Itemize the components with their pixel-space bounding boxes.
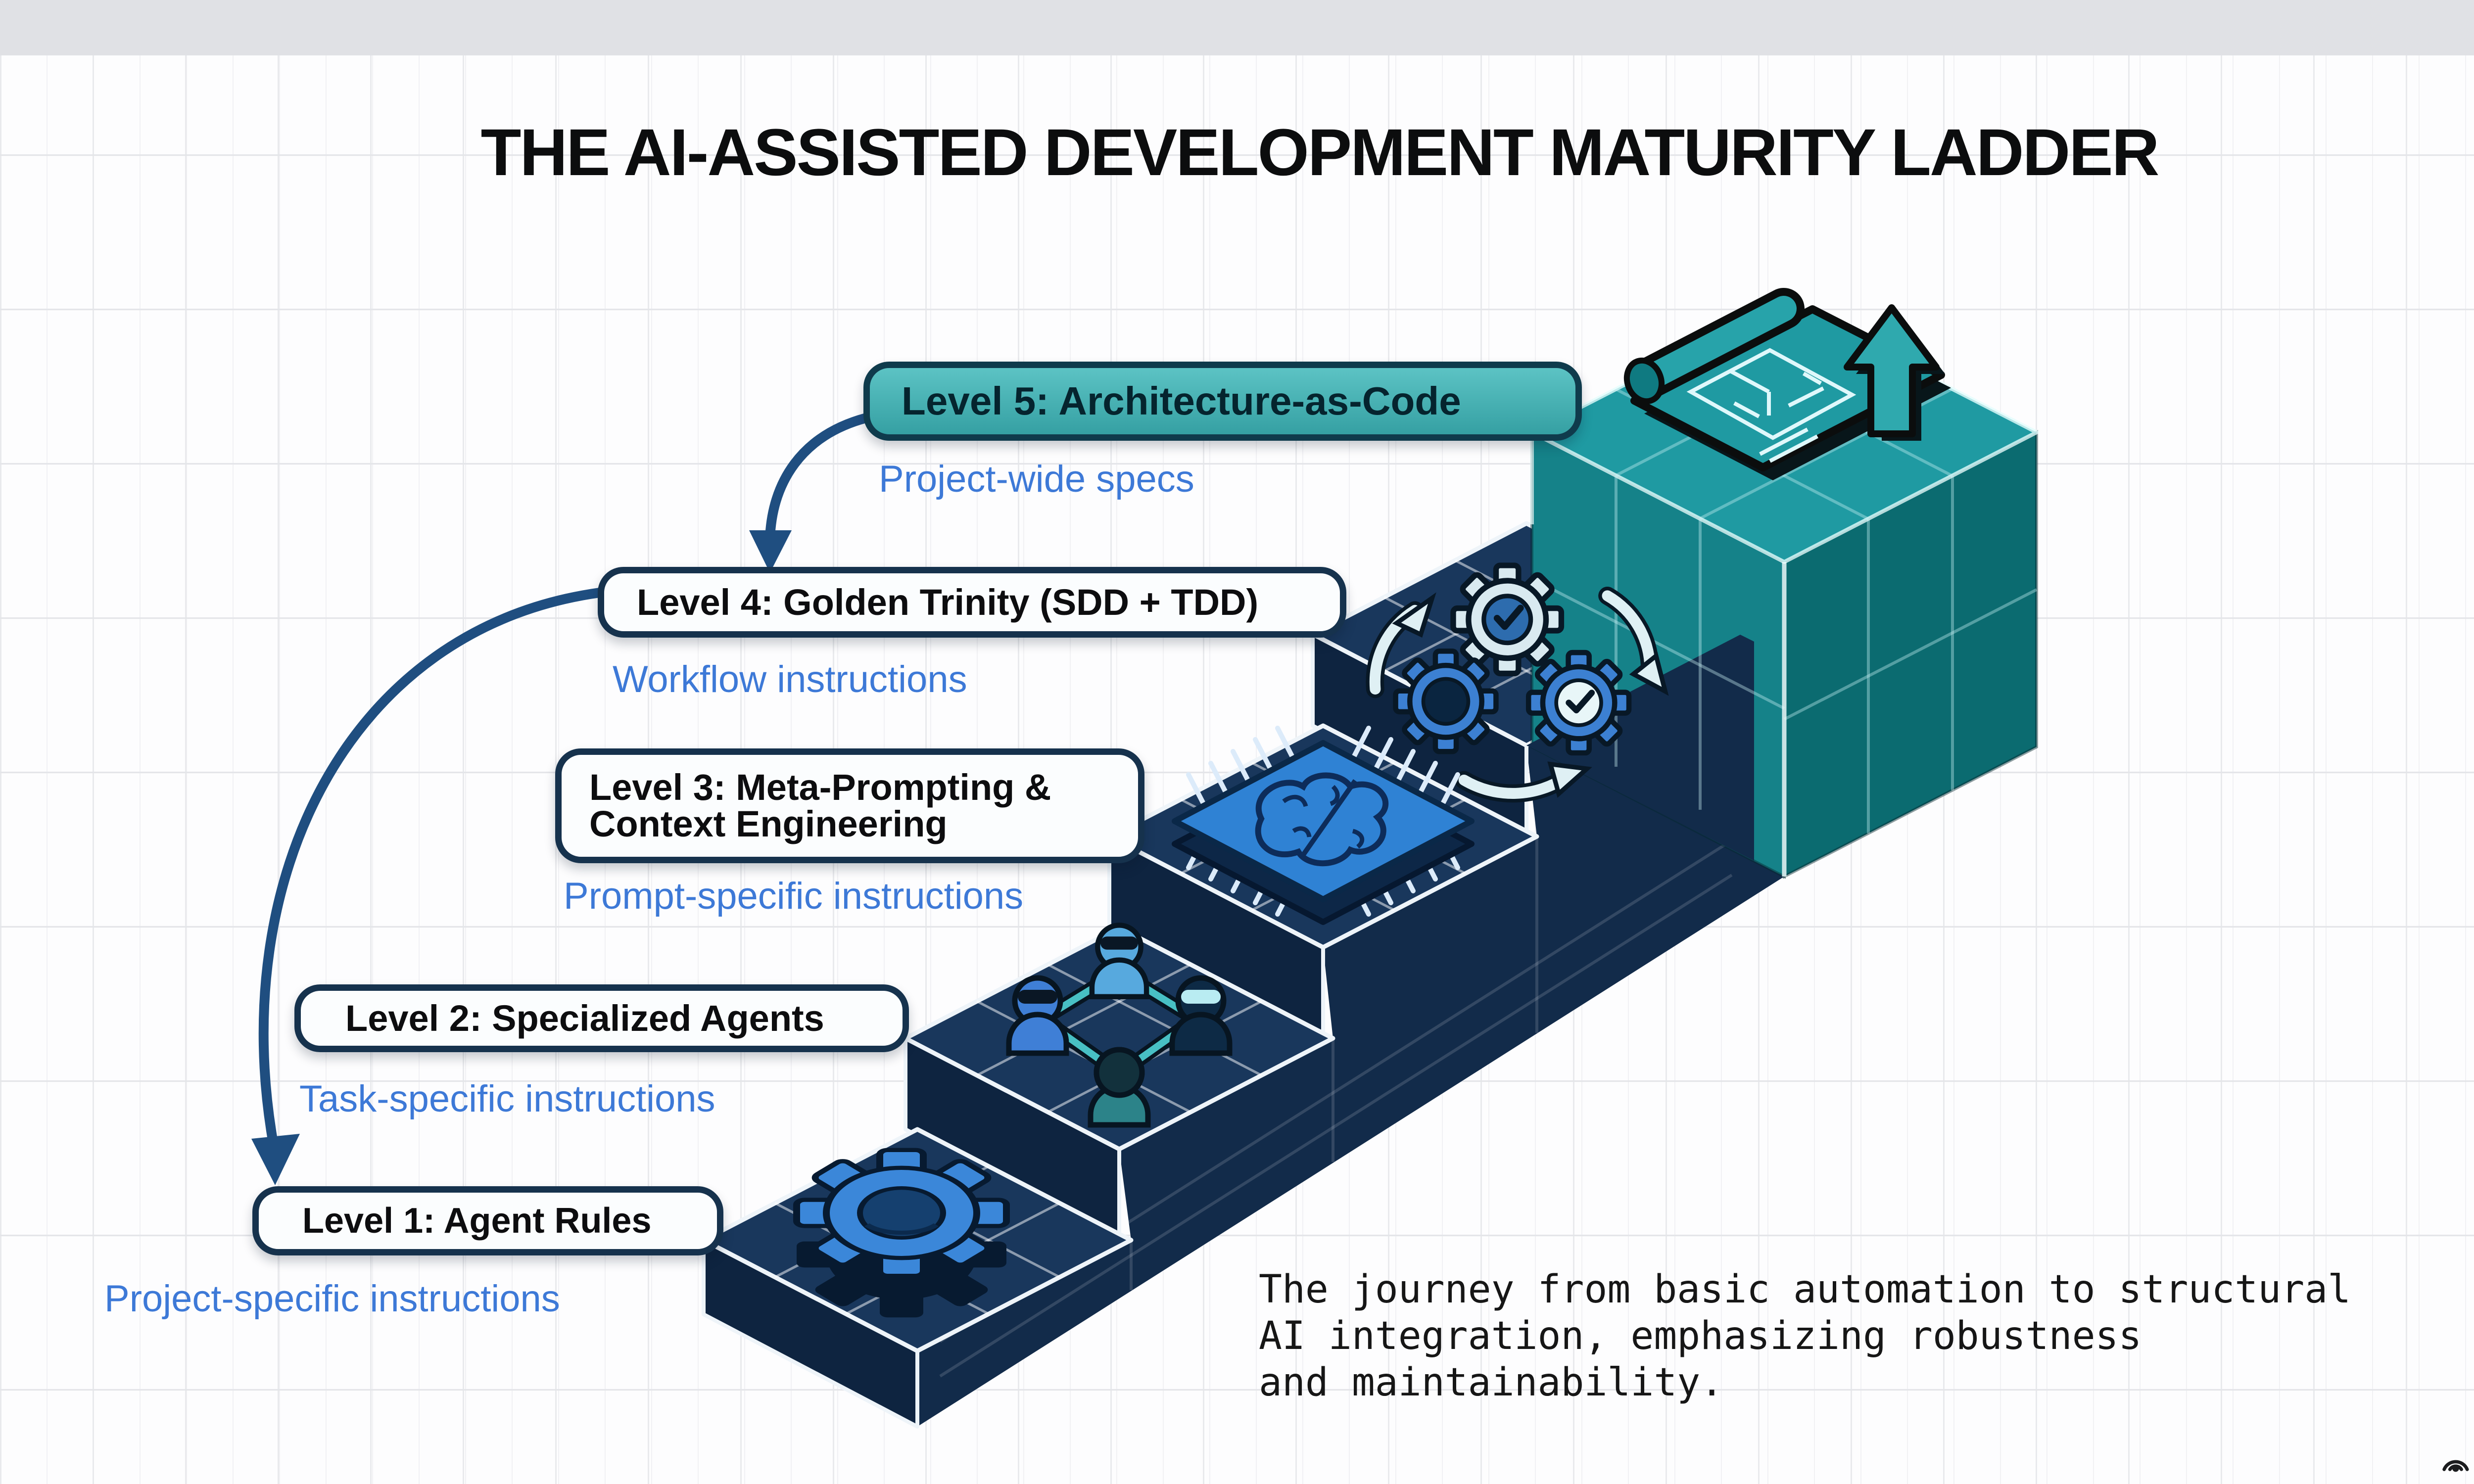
level-1-badge: Level 1: Agent Rules: [252, 1186, 723, 1255]
level-5-label: Level 5: Architecture-as-Code: [902, 379, 1461, 423]
gear-icon: [797, 1150, 1006, 1318]
notebooklm-icon: [2442, 1460, 2469, 1472]
level-3-label-line1: Level 3: Meta-Prompting &: [589, 767, 1051, 808]
level-1-label: Level 1: Agent Rules: [302, 1201, 652, 1241]
caption-text: The journey from basic automation to str…: [1259, 1266, 2351, 1406]
caption-line-1: The journey from basic automation to str…: [1259, 1267, 2351, 1312]
level-3-label-line2: Context Engineering: [589, 803, 948, 844]
level-2-label: Level 2: Specialized Agents: [345, 997, 824, 1039]
agents-network-icon: [1009, 925, 1230, 1125]
level-4-badge: Level 4: Golden Trinity (SDD + TDD): [598, 567, 1346, 638]
level-1-sublabel: Project-specific instructions: [104, 1278, 560, 1320]
caption-line-3: and maintainability.: [1259, 1360, 1724, 1405]
caption-line-2: AI integration, emphasizing robustness: [1259, 1314, 2142, 1358]
notebooklm-watermark: NotebookLM: [2439, 1445, 2474, 1478]
brain-chip-icon: [1172, 726, 1475, 925]
blueprint-arrow-icon: [1623, 288, 1951, 480]
level-4-sublabel: Workflow instructions: [613, 658, 967, 700]
level-4-label: Level 4: Golden Trinity (SDD + TDD): [637, 581, 1259, 623]
page-title: THE AI-ASSISTED DEVELOPMENT MATURITY LAD…: [480, 116, 2160, 189]
step-1-block: [701, 1127, 1134, 1429]
level-2-sublabel: Task-specific instructions: [299, 1078, 715, 1120]
level-2-badge: Level 2: Specialized Agents: [294, 984, 909, 1052]
level-5-sublabel: Project-wide specs: [879, 458, 1194, 500]
level-5-to-4-arrow: [749, 413, 871, 573]
level-3-sublabel: Prompt-specific instructions: [564, 875, 1024, 917]
level-4-to-1-arrow: [251, 588, 605, 1185]
step-3-block: [1107, 723, 1539, 1040]
gears-cycle-icon: [1366, 565, 1669, 803]
level-5-badge: Level 5: Architecture-as-Code: [863, 362, 1582, 441]
top-edge-band: [0, 0, 2474, 55]
level-3-badge: Level 3: Meta-Prompting & Context Engine…: [555, 748, 1144, 863]
